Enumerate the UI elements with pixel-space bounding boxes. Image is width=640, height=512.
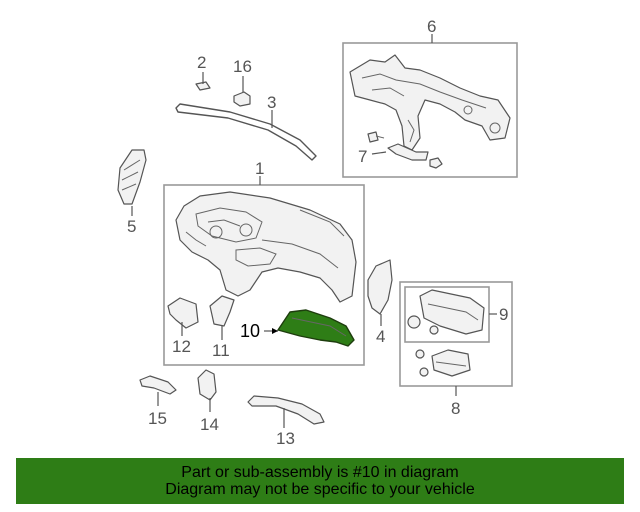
callout-15: 15 — [148, 409, 167, 428]
group-box-6 — [342, 42, 518, 178]
connector-9-1[interactable] — [407, 315, 421, 329]
fastener-16[interactable] — [233, 91, 251, 107]
callout-13: 13 — [276, 429, 295, 448]
callout-2: 2 — [197, 53, 206, 72]
parts-diagram: 1 2 3 4 5 6 7 8 9 10 11 12 13 14 15 16 — [117, 17, 518, 448]
callout-9: 9 — [499, 305, 508, 324]
callout-4: 4 — [376, 327, 385, 346]
connector-9-2[interactable] — [429, 325, 439, 335]
clip-8-1[interactable] — [415, 349, 429, 377]
callout-12: 12 — [172, 337, 191, 356]
group-box-1 — [163, 184, 365, 366]
callout-11: 11 — [212, 341, 230, 360]
vent-lid-4[interactable] — [367, 259, 393, 315]
bolt-6-1[interactable] — [367, 131, 385, 143]
callout-6: 6 — [427, 17, 436, 36]
trim-piece-14[interactable] — [197, 369, 217, 401]
lower-cover-10-highlighted[interactable] — [277, 309, 355, 347]
molding-strip-3[interactable] — [175, 103, 317, 161]
bracket-11[interactable] — [209, 295, 235, 327]
sensor-unit-8[interactable] — [431, 349, 471, 377]
instrument-panel[interactable] — [175, 191, 357, 303]
lower-cover-10-shape[interactable] — [277, 309, 355, 347]
airbag-module-9[interactable] — [419, 289, 485, 335]
footer-line-1: Part or sub-assembly is #10 in diagram — [181, 464, 459, 481]
callout-10: 10 — [240, 321, 260, 341]
steering-hanger-beam[interactable] — [349, 54, 511, 151]
side-vent-5[interactable] — [117, 149, 147, 205]
bracket-7[interactable] — [387, 143, 429, 161]
callout-5: 5 — [127, 217, 136, 236]
callout-8: 8 — [451, 399, 460, 418]
callout-16: 16 — [233, 57, 252, 76]
callout-1: 1 — [255, 159, 264, 178]
callout-3: 3 — [267, 93, 276, 112]
callout-14: 14 — [200, 415, 219, 434]
footer-banner: Part or sub-assembly is #10 in diagram D… — [16, 458, 624, 504]
footer-line-2: Diagram may not be specific to your vehi… — [165, 481, 475, 498]
bracket-12[interactable] — [167, 297, 199, 329]
nut-6-1[interactable] — [429, 157, 443, 169]
trim-piece-15[interactable] — [139, 375, 177, 395]
callout-7: 7 — [358, 147, 367, 166]
trim-strip-13[interactable] — [247, 395, 325, 425]
